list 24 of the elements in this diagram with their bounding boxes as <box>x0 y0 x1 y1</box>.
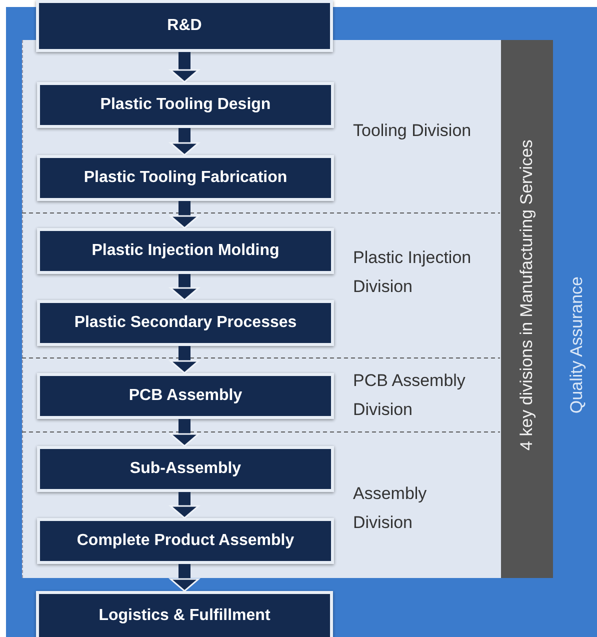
arrow <box>170 564 200 592</box>
division-panel <box>22 40 552 578</box>
division-label: Tooling Division <box>353 120 472 142</box>
process-box: Sub-Assembly <box>37 446 334 492</box>
arrow <box>170 52 200 83</box>
process-box: R&D <box>36 0 333 52</box>
process-box: Logistics & Fulfillment <box>36 591 333 637</box>
side-bar-label: 4 key divisions in Manufacturing Services <box>517 140 537 450</box>
arrow <box>170 492 200 519</box>
division-label: Assembly Division <box>353 483 428 534</box>
band-label: Quality Assurance <box>567 276 587 414</box>
arrow <box>170 419 200 447</box>
process-box: Plastic Tooling Design <box>37 82 334 128</box>
process-box: Plastic Tooling Fabrication <box>37 155 334 201</box>
process-box: Plastic Secondary Processes <box>37 300 334 346</box>
arrow <box>170 128 200 156</box>
arrow <box>170 346 200 374</box>
arrow <box>170 274 200 301</box>
division-label: PCB Assembly Division <box>353 370 466 421</box>
process-box: Complete Product Assembly <box>37 518 334 564</box>
arrow <box>170 201 200 229</box>
division-label: Plastic Injection Division <box>353 247 472 298</box>
process-box: Plastic Injection Molding <box>37 228 334 274</box>
process-box: PCB Assembly <box>37 373 334 419</box>
